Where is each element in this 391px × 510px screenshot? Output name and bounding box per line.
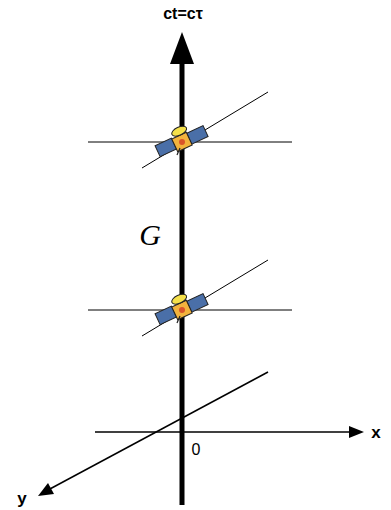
satellite-icon bbox=[155, 124, 208, 156]
origin-label: 0 bbox=[192, 442, 201, 458]
axis-label: x bbox=[371, 424, 380, 441]
x-axis bbox=[95, 431, 352, 433]
axis-label: y bbox=[17, 490, 26, 507]
y-axis bbox=[48, 372, 268, 490]
axis-label: ct=cτ bbox=[163, 6, 203, 22]
satellite-icon bbox=[155, 292, 208, 324]
worldline-label: G bbox=[139, 220, 161, 250]
